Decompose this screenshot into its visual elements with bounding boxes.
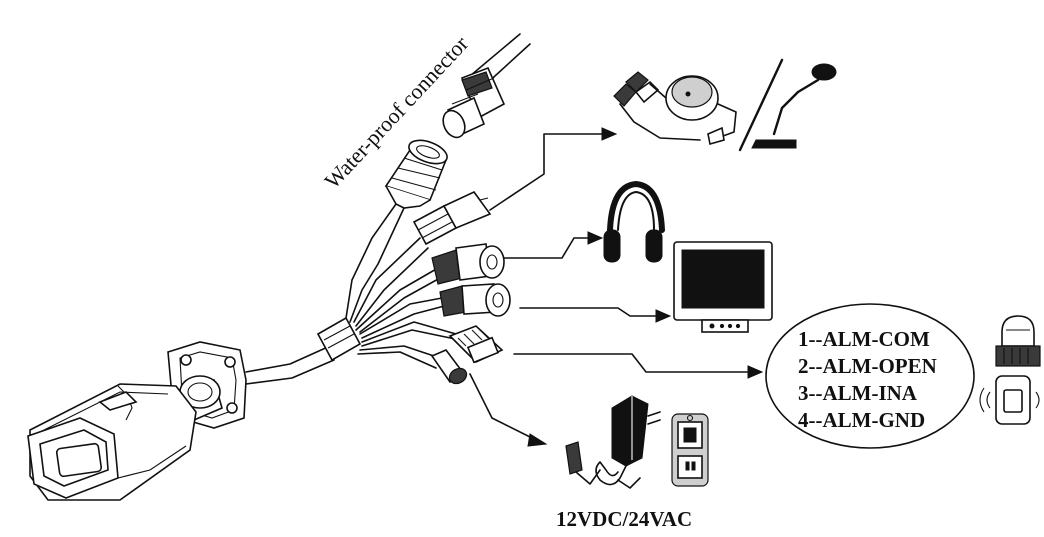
alarm-sensor-icon [979,375,1040,425]
alarm-terminal-block-icon [448,325,504,364]
alarm-siren-icon [995,315,1041,367]
headphones-icon [603,181,665,263]
alarm-pin-callout: 1--ALM-COM 2--ALM-OPEN 3--ALM-INA 4--ALM… [765,303,975,449]
dc-power-jack-icon [430,349,468,385]
waterproof-cap-icon [442,33,531,139]
bnc-connector-icon [431,243,505,285]
connection-arrows [469,127,764,447]
bullet-camera-icon [27,341,335,501]
rj45-network-connector-icon [384,139,448,209]
pickup-microphone-icon [613,58,837,152]
alarm-pin-1: 1--ALM-COM [798,327,930,351]
cable-bundle [316,203,461,369]
alarm-pin-2: 2--ALM-OPEN [798,354,937,378]
audio-out-rca-connector-icon [412,190,492,246]
monitor-icon [673,241,773,333]
alarm-pin-3: 3--ALM-INA [798,381,918,405]
power-switch-icon [671,413,709,487]
video-out-bnc-connector-icon [439,283,511,317]
power-adapter-icon [565,395,661,489]
power-spec-label: 12VDC/24VAC [556,507,692,531]
alarm-pin-4: 4--ALM-GND [798,408,925,432]
